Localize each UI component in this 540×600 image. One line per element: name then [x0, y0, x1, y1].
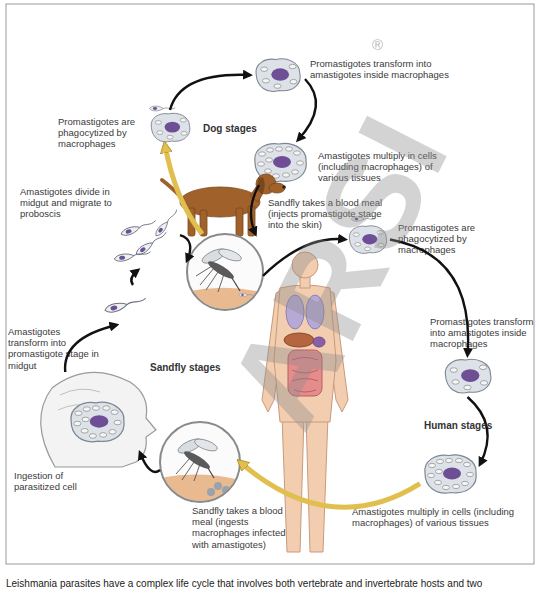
- stage-node: Ingestion of parasitized cell: [25, 372, 140, 467]
- promastigote-forms: [104, 208, 180, 314]
- stage-description: Ingestion of parasitized cell: [14, 470, 109, 492]
- sandfly-head-illustration: [41, 372, 156, 467]
- stage-node: Promastigotes transform into amastigotes…: [440, 355, 495, 397]
- cycle-arrow: [180, 235, 190, 260]
- stage-node: Amastigotes multiply in cells (including…: [420, 450, 480, 498]
- cycle-arrow: [170, 75, 250, 110]
- stage-description: Amastigotes multiply in cells (including…: [352, 506, 522, 528]
- stage-description: Promastigotes are phagocytized by macrop…: [58, 116, 143, 150]
- stage-node: Amastigotes transform into promastigote …: [100, 285, 155, 325]
- stage-node: Promastigotes transform into amastigotes…: [250, 55, 305, 95]
- stage-node: Promastigotes are phagocytized by macrop…: [345, 222, 390, 257]
- cycle-arrow: [240, 462, 420, 507]
- stage-node: Sandfly takes a blood meal (ingests macr…: [160, 422, 240, 502]
- stage-node: Sandfly takes a blood meal (injects prom…: [187, 234, 263, 310]
- figure-caption: Leishmania parasites have a complex life…: [6, 578, 536, 590]
- stage-description: Amastigotes transform into promastigote …: [8, 326, 103, 371]
- cycle-arrow: [263, 239, 345, 276]
- stage-node: Promastigotes are phagocytized by macrop…: [145, 110, 195, 145]
- sandfly-bite-inset: [185, 232, 265, 312]
- stage-description: Sandfly takes a blood meal (injects prom…: [268, 197, 388, 231]
- stage-description: Amastigotes divide in midgut and migrate…: [20, 186, 132, 220]
- stage-description: Sandfly takes a blood meal (ingests macr…: [192, 505, 287, 550]
- cycle-arrow: [251, 185, 259, 234]
- stage-description: Promastigotes transform into amastigotes…: [430, 316, 534, 350]
- cycle-arrow: [165, 145, 202, 234]
- watermark: ARSI: [197, 90, 479, 449]
- frame: [6, 4, 534, 564]
- stage-description: Amastigotes multiply in cells (including…: [318, 150, 458, 184]
- cycle-heading: Dog stages: [203, 123, 257, 134]
- dog-illustration: [162, 174, 286, 236]
- stage-node: Amastigotes divide in midgut and migrate…: [110, 212, 180, 270]
- cycle-arrow: [140, 453, 160, 472]
- sandfly-feeding-inset: [160, 422, 240, 505]
- cycle-heading: Sandfly stages: [150, 362, 221, 373]
- watermark: ®: [372, 36, 383, 53]
- cycle-heading: Human stages: [424, 420, 492, 431]
- cycle-arrow: [131, 270, 138, 285]
- stage-node: Amastigotes multiply in cells (including…: [250, 140, 310, 185]
- cycle-arrow: [298, 79, 316, 140]
- stage-description: Promastigotes are phagocytized by macrop…: [398, 222, 518, 256]
- stage-description: Promastigotes transform into amastigotes…: [310, 58, 450, 80]
